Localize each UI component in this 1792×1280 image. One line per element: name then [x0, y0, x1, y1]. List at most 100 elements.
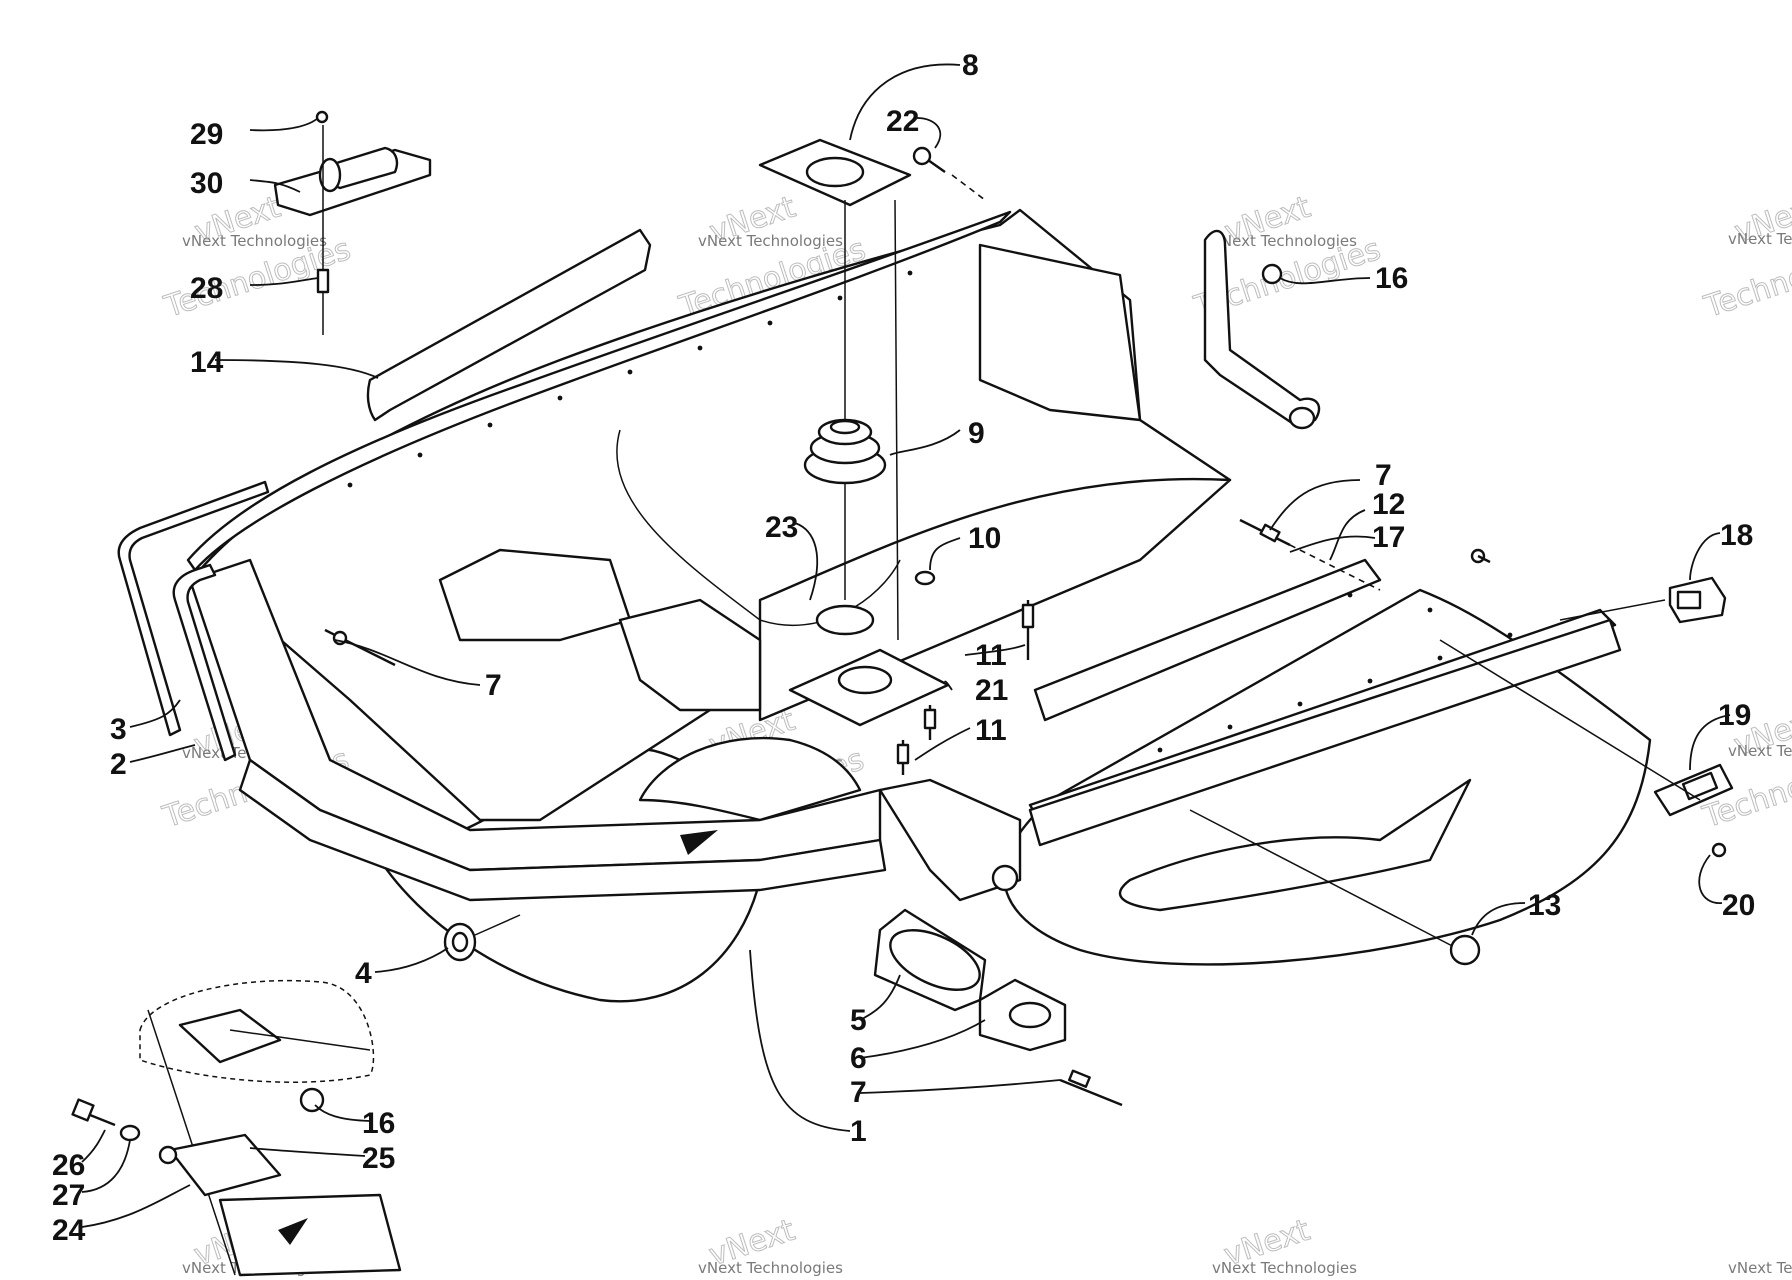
assembly-line	[951, 174, 986, 201]
watermark: vNext Technologies	[1728, 1259, 1792, 1277]
callout-7: 7	[485, 669, 502, 702]
callout-16: 16	[362, 1107, 395, 1140]
latch-rivet	[316, 125, 330, 335]
cable-boot	[873, 908, 987, 1012]
callout-26: 26	[52, 1149, 85, 1182]
cable-end	[1059, 1069, 1123, 1107]
callout-20: 20	[1722, 889, 1755, 922]
steering-boot	[803, 200, 887, 600]
callout-16: 16	[1375, 262, 1408, 295]
triangle-marker	[680, 830, 718, 855]
watermark-text: vNext Technologies	[1728, 1259, 1792, 1277]
rear-grab-handle	[1203, 229, 1321, 430]
mounting-bracket	[168, 1133, 282, 1197]
assembly-line	[1439, 639, 1701, 801]
right-rail-channel	[1028, 618, 1622, 847]
callout-7: 7	[850, 1076, 867, 1109]
plate-screw	[912, 146, 946, 173]
callout-17: 17	[1372, 521, 1405, 554]
push-pin	[1021, 600, 1035, 660]
watermark: vNext vNext Technologies	[698, 1212, 843, 1277]
front-dome	[638, 736, 862, 822]
watermark-text: vNext Technologies	[698, 232, 843, 250]
rail-fragment	[218, 1193, 402, 1277]
assembly-line	[1289, 544, 1381, 591]
watermark: vNext vNext Technologies	[1212, 1212, 1357, 1277]
rear-upright-panel	[978, 243, 1142, 422]
watermark-text: vNext Technologies	[1728, 230, 1792, 248]
callout-9: 9	[968, 417, 985, 450]
callout-19: 19	[1718, 699, 1751, 732]
watermark-text: vNext Technologies	[698, 1259, 843, 1277]
watermark: vNext vNext Technologies Technologies	[1699, 189, 1792, 325]
latch-washer	[315, 110, 329, 124]
upper-edge-rail	[186, 210, 1012, 572]
callout-4: 4	[355, 957, 372, 990]
callout-13: 13	[1528, 889, 1561, 922]
callout-12: 12	[1372, 488, 1405, 521]
callout-25: 25	[362, 1142, 395, 1175]
rail-screw	[1470, 548, 1491, 564]
floor-grommet	[914, 570, 936, 586]
callout-8: 8	[962, 49, 979, 82]
callout-3: 3	[110, 713, 127, 746]
mount-hole	[991, 864, 1019, 892]
callout-5: 5	[850, 1004, 867, 1037]
callout-21: 21	[975, 674, 1008, 707]
rail-holes	[347, 270, 1513, 753]
callout-28: 28	[190, 272, 223, 305]
side-trim-panel	[1033, 558, 1382, 722]
front-trim-strip-inner	[172, 563, 237, 762]
callout-14: 14	[190, 346, 224, 379]
belly-pan-assembly	[186, 208, 1652, 1003]
push-pin	[923, 705, 937, 740]
bracket-bolt	[71, 1098, 116, 1127]
callout-29: 29	[190, 118, 223, 151]
bumper-lower-lip	[238, 758, 887, 902]
callout-labels: 29 30 28 14 8 22 9 23 10 11 21 11 16 7 1…	[52, 49, 1755, 1247]
callout-23: 23	[765, 511, 798, 544]
push-pin	[896, 740, 910, 775]
hood-latch	[273, 146, 432, 217]
callout-2: 2	[110, 748, 127, 781]
callout-1: 1	[850, 1115, 867, 1148]
rubber-grommet	[443, 922, 477, 962]
assembly-line	[894, 199, 899, 641]
callout-11: 11	[975, 714, 1007, 747]
assembly-line	[1559, 599, 1666, 621]
callout-18: 18	[1720, 519, 1753, 552]
front-mount-bracket	[878, 778, 1022, 902]
watermark-text: vNext Technologies	[1728, 742, 1792, 760]
callout-11: 11	[975, 639, 1007, 672]
assembly-line	[474, 914, 521, 936]
steering-gasket-plate	[758, 138, 912, 207]
callout-leaders	[81, 63, 1731, 1228]
rail-end-cap	[1668, 576, 1727, 624]
watermark-text: vNext Technologies	[182, 232, 327, 250]
triangle-marker	[278, 1218, 308, 1245]
watermark-text: vNext Technologies	[1212, 232, 1357, 250]
front-trim-strip-outer	[117, 480, 270, 737]
watermark-text: vNext Technologies	[1212, 1259, 1357, 1277]
hole-plug	[1189, 809, 1481, 966]
callout-22: 22	[886, 105, 919, 138]
callout-27: 27	[52, 1179, 85, 1212]
bracket-detail-inset	[71, 979, 402, 1277]
callout-7: 7	[1375, 459, 1392, 492]
callout-30: 30	[190, 167, 223, 200]
callout-10: 10	[968, 522, 1001, 555]
hood-support-bracket	[366, 228, 652, 422]
reflector-screw	[1711, 842, 1727, 858]
trim-rivet	[1239, 518, 1291, 547]
right-panel-cutout	[1118, 778, 1472, 912]
bracket-washer	[119, 1124, 141, 1142]
center-bracket	[618, 598, 762, 712]
callout-24: 24	[52, 1214, 86, 1247]
inner-divider	[616, 429, 901, 626]
boot-gasket	[978, 978, 1067, 1052]
callout-6: 6	[850, 1042, 867, 1075]
bracket-nut	[299, 1087, 325, 1113]
floor-opening	[815, 604, 875, 636]
